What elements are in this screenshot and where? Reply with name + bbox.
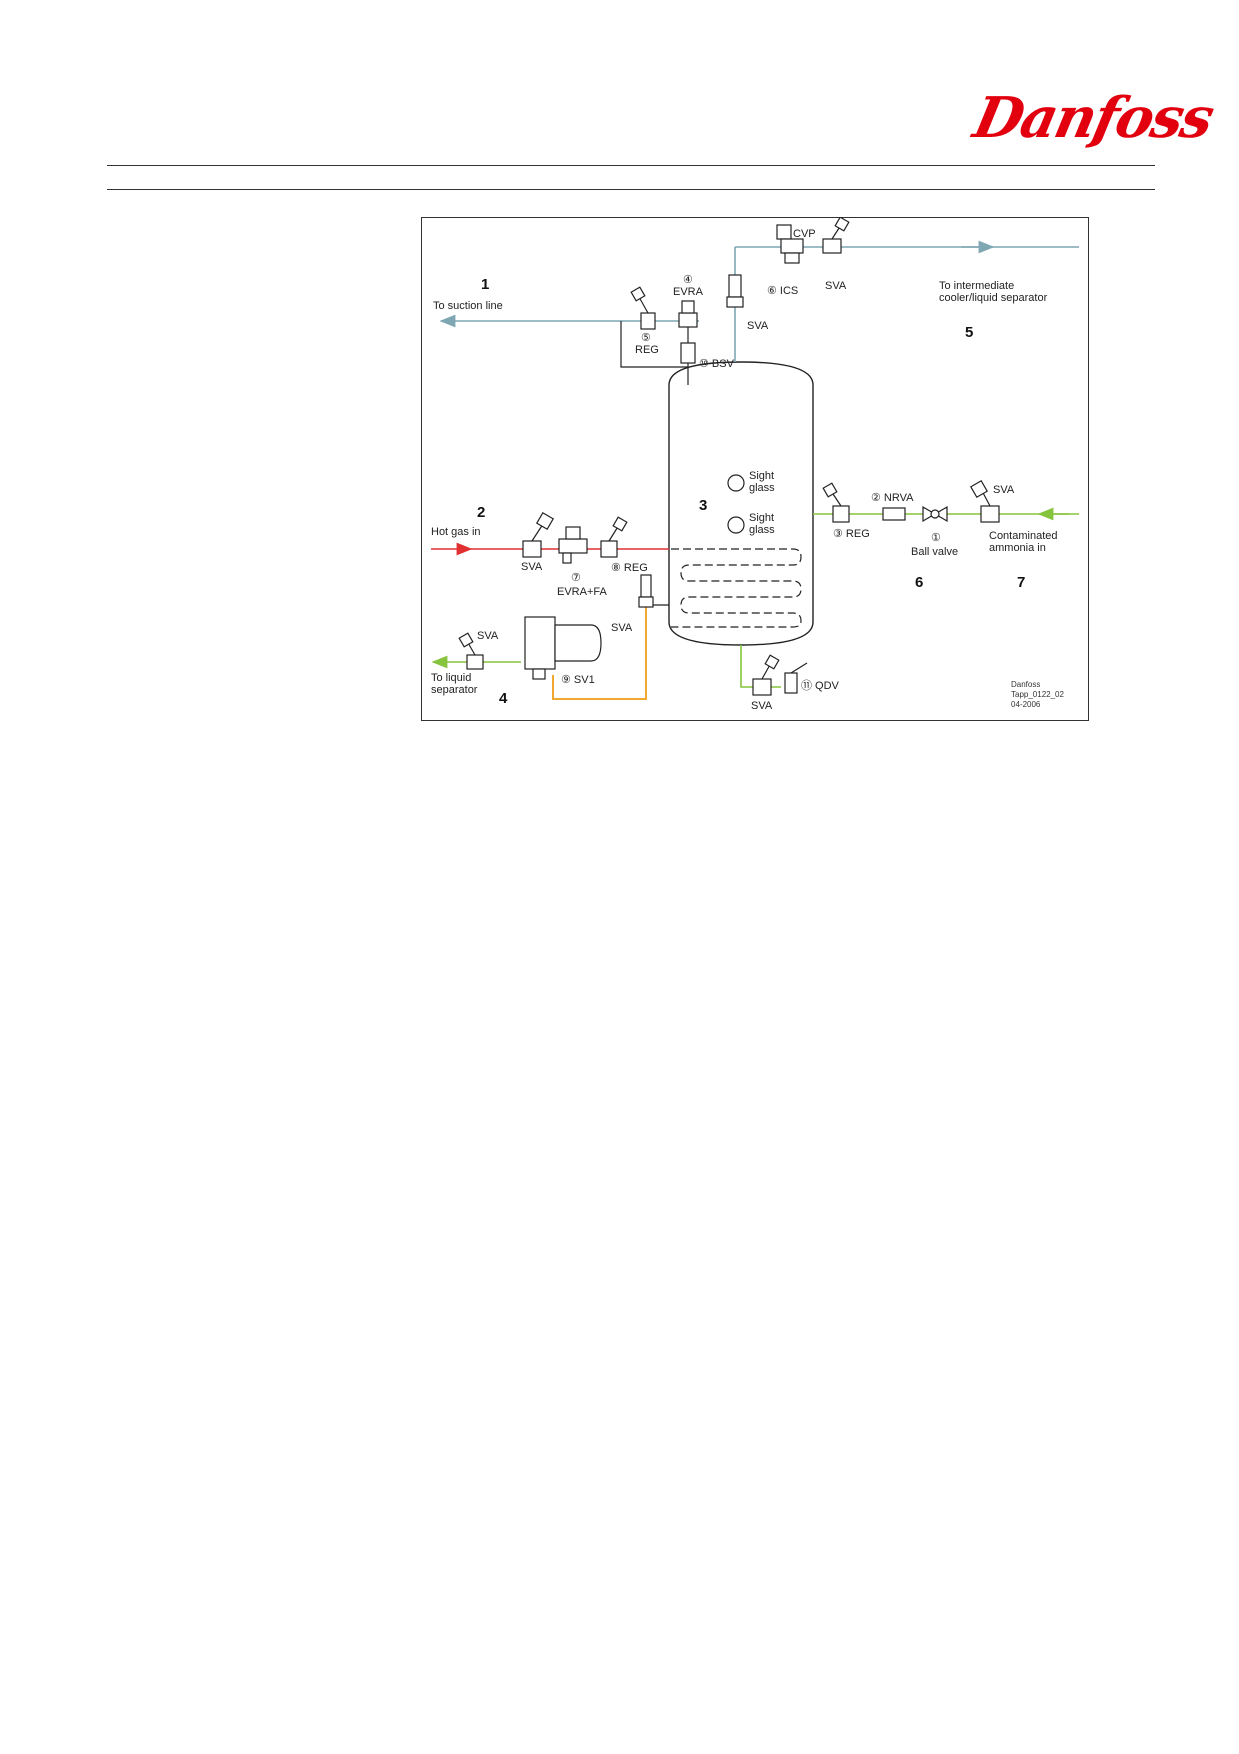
sva-top-valve <box>726 274 744 308</box>
callout-5: 5 <box>965 324 973 341</box>
oil-line <box>552 605 647 700</box>
label-evra-num: ④ <box>683 274 693 286</box>
callout-6: 6 <box>915 574 923 591</box>
label-sva-hot: SVA <box>521 561 543 573</box>
label-liquid-sep-1: To liquid <box>431 672 471 684</box>
label-reg3: ③ REG <box>833 528 870 540</box>
label-cvp: CVP <box>793 228 816 240</box>
ics-cvp-valve <box>776 224 804 264</box>
callout-2: 2 <box>477 504 485 521</box>
sight-glass-1 <box>727 474 745 492</box>
label-evra-fa-num: ⑦ <box>571 572 581 584</box>
reg-bypass <box>620 321 688 368</box>
evra-fa-valve <box>558 526 588 564</box>
label-reg5: REG <box>635 344 659 356</box>
label-ics: ⑥ ICS <box>767 285 798 297</box>
qdv-valve <box>784 662 808 694</box>
diagram-svg: 1 To suction line 2 Hot gas in 3 Sight g… <box>421 217 1089 721</box>
label-sva-top-right: SVA <box>825 280 847 292</box>
drawing-code-2: Tapp_0122_02 <box>1011 690 1064 699</box>
callout-7: 7 <box>1017 574 1025 591</box>
label-reg5-num: ⑤ <box>641 332 651 344</box>
sva-hot-valve <box>522 511 555 558</box>
vessel <box>668 361 814 646</box>
label-bsv: ⑩ BSV <box>699 358 735 370</box>
label-intermediate-2: cooler/liquid separator <box>939 292 1048 304</box>
piping-diagram: 1 To suction line 2 Hot gas in 3 Sight g… <box>421 217 1089 721</box>
label-ball-valve: Ball valve <box>911 546 958 558</box>
label-hot-gas-in: Hot gas in <box>431 526 481 538</box>
heating-coil <box>671 548 802 628</box>
label-sight-glass-1a: Sight <box>749 470 774 482</box>
sva-oil-valve <box>638 574 654 608</box>
label-ball-num: ① <box>931 532 941 544</box>
sv1-float-valve <box>524 616 602 680</box>
label-sight-glass-2a: Sight <box>749 512 774 524</box>
label-sva-contam: SVA <box>993 484 1015 496</box>
drawing-code-1: Danfoss <box>1011 680 1040 689</box>
callout-3: 3 <box>699 497 707 514</box>
header-rule-top <box>107 165 1155 166</box>
header-rule-bottom <box>107 189 1155 190</box>
sva-contam-valve <box>969 479 1000 523</box>
ball-valve <box>922 505 948 523</box>
label-sv1: ⑨ SV1 <box>561 674 595 686</box>
sva-liquid-valve <box>458 632 484 670</box>
brand-wordmark: Danfoss <box>967 85 1219 151</box>
label-sva-bottom: SVA <box>751 700 773 712</box>
callout-4: 4 <box>499 690 508 707</box>
callout-1: 1 <box>481 276 489 293</box>
reg8-valve <box>600 516 628 558</box>
label-sight-glass-2b: glass <box>749 524 775 536</box>
label-sva-liquid: SVA <box>477 630 499 642</box>
label-suction-line: To suction line <box>433 300 503 312</box>
label-contaminated-1: Contaminated <box>989 530 1058 542</box>
label-evra-fa: EVRA+FA <box>557 586 607 598</box>
sva-bottom-valve <box>752 654 780 696</box>
label-intermediate-1: To intermediate <box>939 280 1014 292</box>
evra-valve <box>678 300 698 328</box>
label-reg8: ⑧ REG <box>611 562 648 574</box>
nrva-valve <box>882 507 906 521</box>
label-contaminated-2: ammonia in <box>989 542 1046 554</box>
reg3-valve <box>822 482 850 523</box>
label-nrva: ② NRVA <box>871 492 914 504</box>
label-sva-oil: SVA <box>611 622 633 634</box>
sva-top-right-valve <box>822 217 850 254</box>
label-liquid-sep-2: separator <box>431 684 478 696</box>
drawing-code-3: 04-2006 <box>1011 700 1041 709</box>
danfoss-logo: Danfoss <box>968 85 1218 165</box>
label-sight-glass-1b: glass <box>749 482 775 494</box>
label-qdv: ⑪ QDV <box>801 679 840 692</box>
bsv-valve <box>680 342 696 364</box>
sight-glass-2 <box>727 516 745 534</box>
label-sva-top: SVA <box>747 320 769 332</box>
label-evra: EVRA <box>673 286 704 298</box>
reg5-valve <box>630 286 656 330</box>
